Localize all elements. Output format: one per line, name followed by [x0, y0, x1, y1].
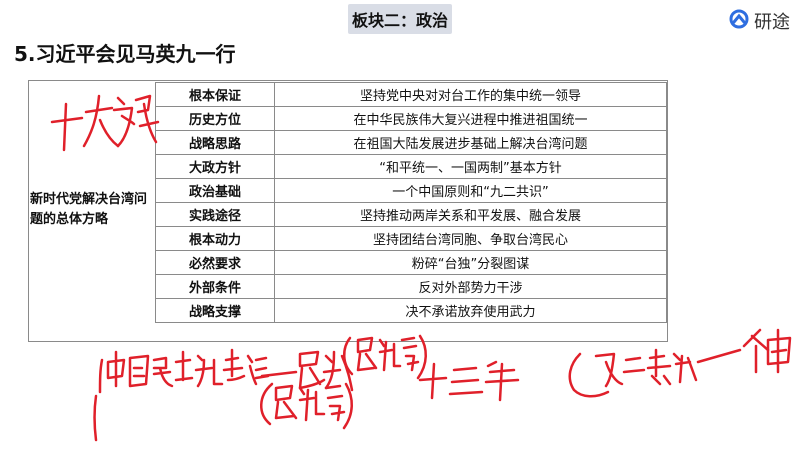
row-value: 坚持推动两岸关系和平发展、融合发展: [274, 202, 667, 227]
category-label: 新时代党解决台湾问题的总体方略: [30, 192, 148, 227]
row-key: 历史方位: [155, 106, 275, 131]
row-value: 在祖国大陆发展进步基础上解决台湾问题: [274, 130, 667, 155]
row-key: 根本保证: [155, 82, 275, 107]
table-row: 战略支撑决不承诺放弃使用武力: [155, 298, 667, 323]
table-row: 实践途径坚持推动两岸关系和平发展、融合发展: [155, 202, 667, 227]
handwriting-dpp-fullname: [98, 348, 354, 394]
table-row: 根本保证坚持党中央对对台工作的集中统一领导: [155, 82, 667, 107]
handwriting-dpp-paren-1: [343, 334, 427, 380]
handwriting-thirteen-years: [418, 360, 520, 402]
row-key: 大政方针: [155, 154, 275, 179]
brand-logo: 研途: [728, 8, 790, 34]
logo-mark-icon: [728, 8, 750, 34]
row-key: 实践途径: [155, 202, 275, 227]
row-value: 坚持党中央对对台工作的集中统一领导: [274, 82, 667, 107]
row-value: 在中华民族伟大复兴进程中推进祖国统一: [274, 106, 667, 131]
row-value: 决不承诺放弃使用武力: [274, 298, 667, 323]
row-value: 坚持团结台湾同胞、争取台湾民心: [274, 226, 667, 251]
row-key: 外部条件: [155, 274, 275, 299]
row-value: 粉碎“台独”分裂图谋: [274, 250, 667, 275]
slide-title: 5.习近平会见马英九一行: [14, 42, 236, 66]
table-row: 历史方位在中华民族伟大复兴进程中推进祖国统一: [155, 106, 667, 131]
section-title: 板块二：政治: [351, 11, 448, 30]
row-key: 战略支撑: [155, 298, 275, 323]
row-key: 必然要求: [155, 250, 275, 275]
handwriting-bracket: [93, 394, 98, 442]
row-key: 根本动力: [155, 226, 275, 251]
section-badge: 板块二：政治: [348, 4, 452, 34]
row-value: 一个中国原则和“九二共识”: [274, 178, 667, 203]
table-row: 战略思路在祖国大陆发展进步基础上解决台湾问题: [155, 130, 667, 155]
table-row: 必然要求粉碎“台独”分裂图谋: [155, 250, 667, 275]
row-key: 战略思路: [155, 130, 275, 155]
strategy-table: 根本保证坚持党中央对对台工作的集中统一领导历史方位在中华民族伟大复兴进程中推进祖…: [155, 82, 667, 323]
table-row: 外部条件反对外部势力干涉: [155, 274, 667, 299]
table-row: 根本动力坚持团结台湾同胞、争取台湾民心: [155, 226, 667, 251]
row-key: 政治基础: [155, 178, 275, 203]
brand-name: 研途: [754, 12, 790, 33]
row-value: 反对外部势力干涉: [274, 274, 667, 299]
handwriting-dpp-paren-2: [260, 382, 353, 430]
table-row: 大政方针“和平统一、一国两制”基本方针: [155, 154, 667, 179]
table-row: 政治基础一个中国原则和“九二共识”: [155, 178, 667, 203]
row-value: “和平统一、一国两制”基本方针: [274, 154, 667, 179]
